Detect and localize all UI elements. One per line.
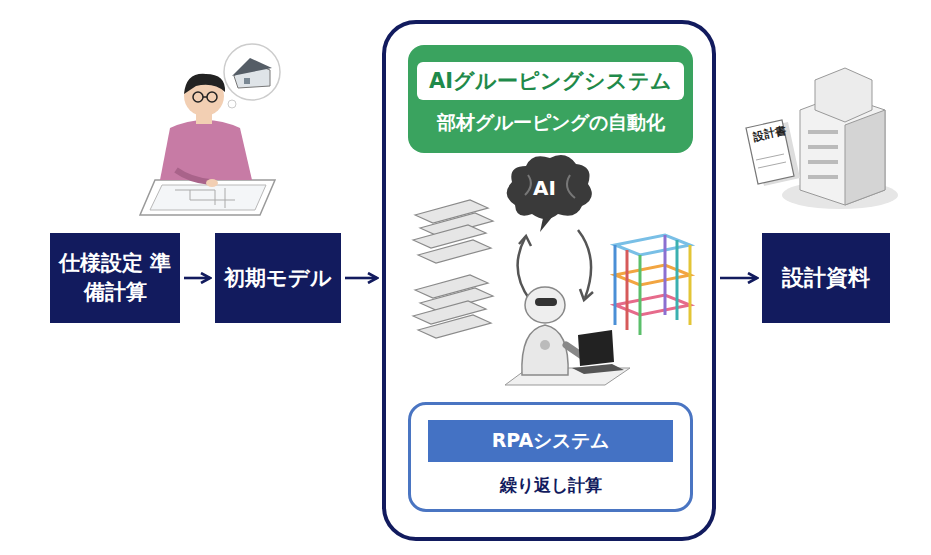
- process-box: 仕様設定 準備計算: [50, 233, 180, 323]
- flow-arrow: [720, 277, 757, 280]
- node-text: 初期モデル: [224, 264, 332, 293]
- building: [782, 68, 898, 209]
- document: [746, 120, 800, 186]
- node-text: AIグルーピングシステム: [417, 62, 684, 100]
- node-text: 繰り返し計算: [500, 474, 602, 497]
- node-text: 部材グルーピングの自動化: [437, 110, 665, 136]
- robot: [505, 287, 630, 385]
- node-text: 仕様設定 準備計算: [58, 249, 172, 306]
- ai-label: AI: [533, 176, 556, 200]
- designer-illustration: [140, 44, 280, 215]
- node-text: 設計資料: [782, 263, 870, 293]
- node-text: RPAシステム: [492, 428, 610, 454]
- ai-brain: [507, 155, 592, 232]
- output-box: 設計資料: [762, 233, 890, 323]
- rpa-system-box: 繰り返し計算 RPAシステム: [408, 402, 693, 512]
- structural-frame: [615, 235, 690, 335]
- rpa-title-band: RPAシステム: [428, 420, 673, 462]
- flow-arrow: [345, 277, 377, 280]
- flow-arrow: [184, 277, 210, 280]
- ai-system-box: AIグルーピングシステム部材グルーピングの自動化: [408, 45, 693, 153]
- system-container: AIグルーピングシステム部材グルーピングの自動化繰り返し計算 RPAシステム: [382, 20, 716, 541]
- process-box: 初期モデル: [215, 233, 341, 323]
- steel-beams: [413, 200, 493, 338]
